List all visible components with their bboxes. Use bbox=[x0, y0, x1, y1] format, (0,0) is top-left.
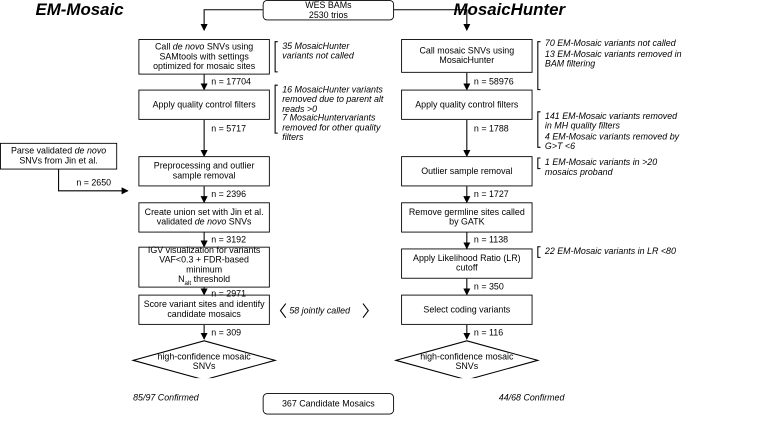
left-decision-label: high-confidence mosaic SNVs bbox=[157, 352, 251, 372]
arrow-top-left bbox=[200, 9, 263, 32]
arrow-top-right bbox=[394, 9, 471, 32]
right-step-remove-germline: Remove germline sites called by GATK bbox=[401, 202, 533, 233]
right-note-bam-filtering: 13 EM-Mosaic variants removed in BAM fil… bbox=[544, 49, 682, 70]
right-count-3: n = 1727 bbox=[473, 189, 509, 200]
right-confirmed: 44/68 Confirmed bbox=[498, 393, 565, 403]
right-note-mh-quality: 141 EM-Mosaic variants removed in MH qua… bbox=[544, 111, 678, 132]
heading-mosaichunter: MosaicHunter bbox=[453, 0, 566, 20]
side-count: n = 2650 bbox=[76, 178, 112, 189]
left-step-union-set: Create union set with Jin et al. validat… bbox=[138, 202, 270, 233]
input-bams-box: WES BAMs 2530 trios bbox=[262, 0, 395, 21]
bracket-right-1 bbox=[537, 41, 541, 91]
decision-left bbox=[131, 340, 278, 379]
right-note-gt: 4 EM-Mosaic variants removed by G>T <6 bbox=[544, 132, 680, 152]
left-step-score: Score variant sites and identify candida… bbox=[138, 294, 270, 325]
joint-called-note: 58 jointly called bbox=[289, 306, 351, 316]
right-note-not-called: 70 EM-Mosaic variants not called bbox=[544, 39, 676, 49]
left-count-6: n = 309 bbox=[211, 328, 242, 339]
left-step-preprocessing: Preprocessing and outlier sample removal bbox=[138, 156, 270, 187]
connector-lines bbox=[58, 9, 541, 379]
right-count-2: n = 1788 bbox=[473, 124, 509, 135]
left-note-parent-alt: 16 MosaicHunter variants removed due to … bbox=[282, 85, 384, 115]
bracket-right-4 bbox=[537, 246, 541, 258]
arrow-side bbox=[58, 169, 129, 195]
left-confirmed: 85/97 Confirmed bbox=[133, 393, 199, 403]
input-bams-line2: 2530 trios bbox=[308, 10, 348, 20]
right-note-lr: 22 EM-Mosaic variants in LR <80 bbox=[544, 246, 676, 257]
right-step-call-mosaichunter: Call mosaic SNVs using MosaicHunter bbox=[401, 39, 533, 73]
left-step-quality-filters: Apply quality control filters bbox=[138, 89, 270, 120]
left-count-5: n = 2971 bbox=[211, 289, 247, 300]
left-note-not-called: 35 MosaicHunter variants not called bbox=[282, 41, 354, 62]
workflow-diagram: EM-Mosaic MosaicHunter WES BAMs 2530 tri… bbox=[0, 0, 682, 415]
heading-em-mosaic: EM-Mosaic bbox=[35, 0, 124, 20]
final-candidate-mosaics: 367 Candidate Mosaics bbox=[262, 393, 395, 415]
bracket-right-3 bbox=[537, 157, 541, 170]
bracket-left-1 bbox=[274, 41, 278, 73]
right-count-5: n = 350 bbox=[473, 282, 504, 292]
right-note-proband: 1 EM-Mosaic variants in >20 mosaics prob… bbox=[544, 157, 658, 178]
side-step-parse-jin: Parse validated de novo SNVs from Jin et… bbox=[0, 142, 118, 170]
right-count-1: n = 58976 bbox=[473, 77, 514, 87]
input-bams-line1: WES BAMs bbox=[305, 0, 352, 11]
right-count-4: n = 1138 bbox=[473, 235, 509, 245]
bracket-joint-open bbox=[279, 303, 287, 319]
left-step-igv: IGV visualization for variants VAF<0.3 +… bbox=[138, 246, 270, 288]
left-count-1: n = 17704 bbox=[211, 77, 251, 87]
right-decision-label: high-confidence mosaic SNVs bbox=[420, 352, 514, 372]
left-count-3: n = 2396 bbox=[211, 189, 247, 200]
bracket-left-2 bbox=[274, 84, 278, 134]
left-count-4: n = 3192 bbox=[211, 235, 247, 245]
decision-right bbox=[393, 340, 540, 379]
left-note-other-filters: 7 MosaicHuntervariants removed for other… bbox=[282, 113, 381, 143]
right-step-lr-cutoff: Apply Likelihood Ratio (LR) cutoff bbox=[401, 248, 533, 279]
bracket-right-2 bbox=[537, 111, 541, 148]
left-count-2: n = 5717 bbox=[211, 124, 247, 135]
right-step-outlier-removal: Outlier sample removal bbox=[401, 156, 533, 187]
right-step-coding: Select coding variants bbox=[401, 294, 533, 325]
bracket-joint-close bbox=[362, 303, 369, 319]
left-step-call-snvs: Call de novo SNVs using SAMtools with se… bbox=[138, 39, 270, 75]
right-count-6: n = 116 bbox=[473, 328, 504, 339]
right-step-quality-filters: Apply quality control filters bbox=[401, 89, 533, 120]
